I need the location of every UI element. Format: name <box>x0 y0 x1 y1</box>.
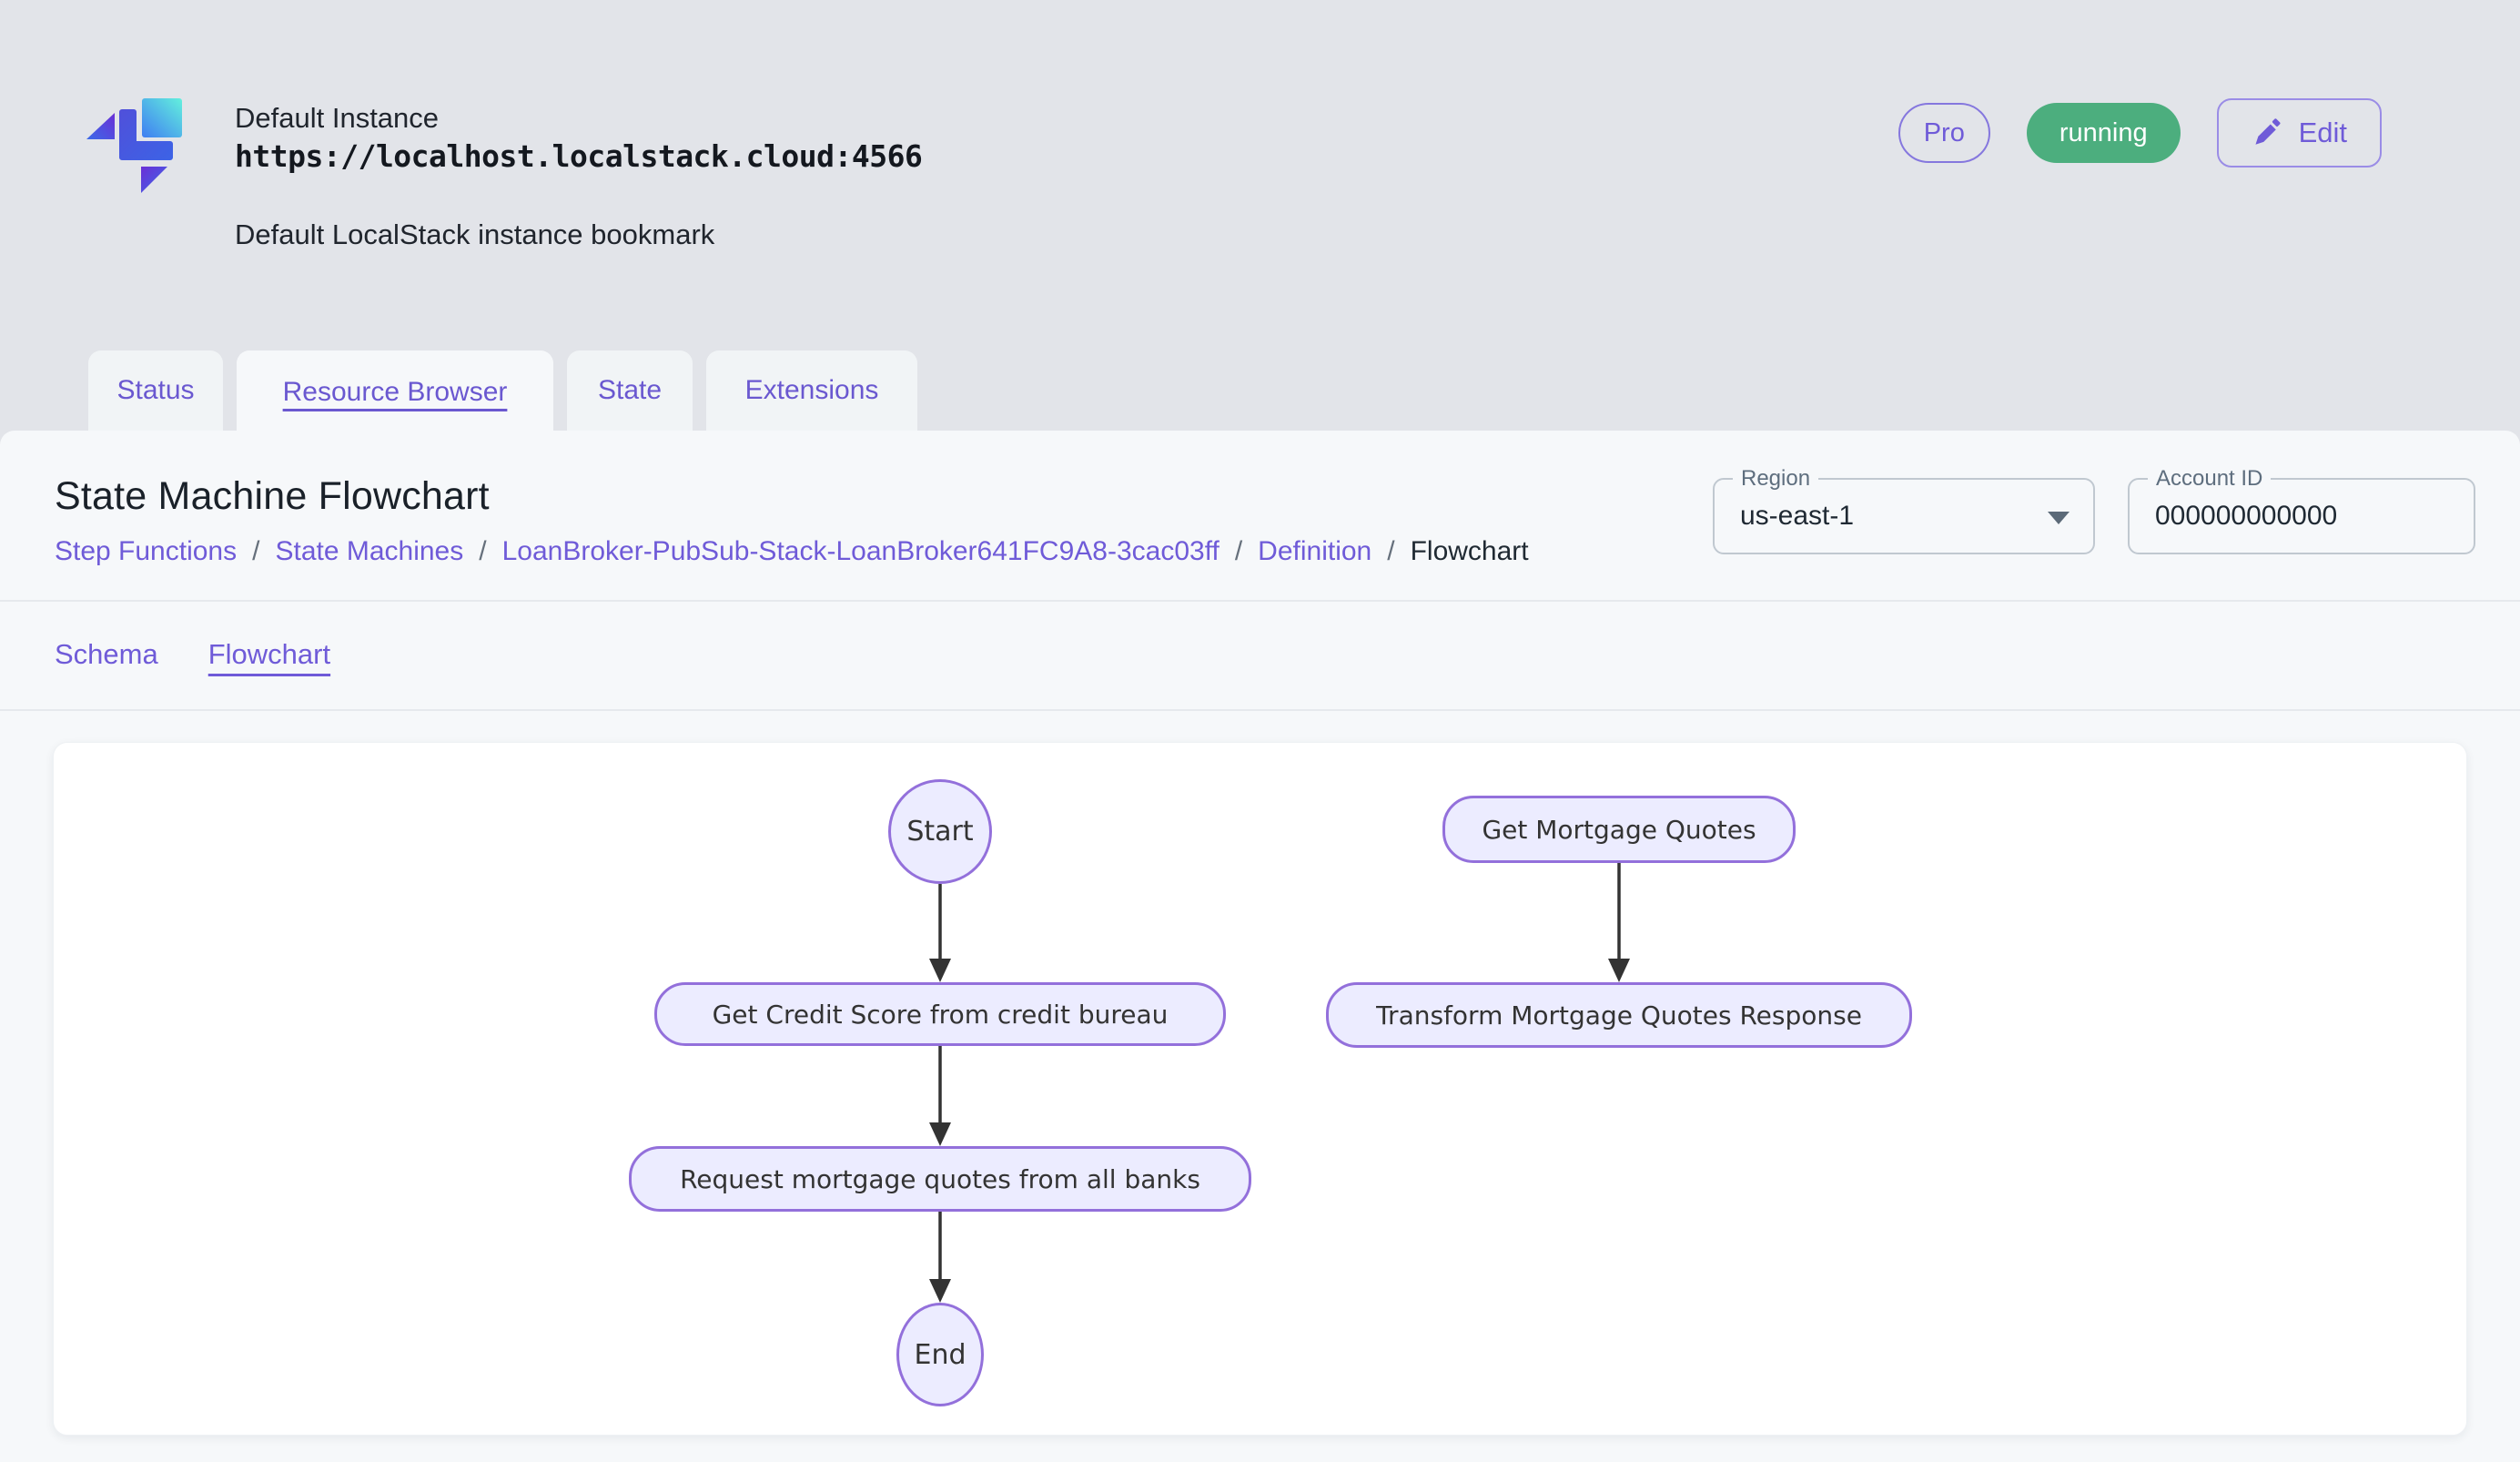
region-select-value: us-east-1 <box>1740 480 1854 553</box>
breadcrumb-state-machines[interactable]: State Machines <box>275 536 463 567</box>
flow-arrow-request-to-end <box>924 1212 956 1303</box>
resource-browser-panel: State Machine Flowchart Step Functions /… <box>0 431 2520 1462</box>
instance-name: Default Instance <box>235 102 439 135</box>
breadcrumb-step-functions[interactable]: Step Functions <box>55 536 237 567</box>
flowchart-canvas: Start Get Credit Score from credit burea… <box>53 742 2467 1436</box>
flow-node-transform-response: Transform Mortgage Quotes Response <box>1326 982 1912 1048</box>
flow-node-get-credit-score: Get Credit Score from credit bureau <box>654 982 1226 1046</box>
header-badges: Pro running Edit <box>1898 98 2382 168</box>
edit-button[interactable]: Edit <box>2217 98 2382 168</box>
flow-arrow-credit-to-request <box>924 1046 956 1146</box>
breadcrumb-separator: / <box>1235 536 1242 567</box>
pencil-icon <box>2252 117 2282 148</box>
flow-arrow-start-to-credit <box>924 884 956 982</box>
tab-state[interactable]: State <box>567 350 693 431</box>
breadcrumb-definition[interactable]: Definition <box>1258 536 1371 567</box>
definition-subtab-bar: Schema Flowchart <box>55 627 330 682</box>
account-id-input[interactable]: Account ID 000000000000 <box>2128 478 2475 554</box>
tab-resource-browser[interactable]: Resource Browser <box>237 350 553 434</box>
chevron-down-icon <box>2048 512 2070 524</box>
flow-node-get-mortgage-quotes: Get Mortgage Quotes <box>1442 796 1796 863</box>
account-id-value: 000000000000 <box>2155 480 2337 553</box>
flow-arrow-quotes-to-transform <box>1603 863 1635 982</box>
breadcrumb-separator: / <box>252 536 259 567</box>
breadcrumb-flowchart: Flowchart <box>1411 536 1529 567</box>
page-title: State Machine Flowchart <box>55 474 490 519</box>
breadcrumb-state-machine-id[interactable]: LoanBroker-PubSub-Stack-LoanBroker641FC9… <box>502 536 1220 567</box>
subtab-flowchart[interactable]: Flowchart <box>208 627 330 682</box>
tab-extensions[interactable]: Extensions <box>706 350 917 431</box>
instance-url: https://localhost.localstack.cloud:4566 <box>235 138 922 174</box>
status-badge: running <box>2027 103 2181 163</box>
instance-description: Default LocalStack instance bookmark <box>235 218 714 251</box>
edit-button-label: Edit <box>2299 117 2347 149</box>
divider <box>0 600 2520 602</box>
divider <box>0 709 2520 711</box>
pro-badge: Pro <box>1898 103 1990 163</box>
region-select[interactable]: Region us-east-1 <box>1713 478 2095 554</box>
localstack-logo-icon <box>82 89 193 208</box>
breadcrumb: Step Functions / State Machines / LoanBr… <box>55 536 1529 567</box>
tab-status[interactable]: Status <box>88 350 223 431</box>
flow-node-start: Start <box>888 779 992 884</box>
main-tab-bar: Status Resource Browser State Extensions <box>88 350 917 434</box>
breadcrumb-separator: / <box>479 536 486 567</box>
subtab-schema[interactable]: Schema <box>55 627 158 682</box>
flow-node-end: End <box>896 1303 984 1406</box>
breadcrumb-separator: / <box>1387 536 1394 567</box>
flow-node-request-quotes: Request mortgage quotes from all banks <box>629 1146 1251 1212</box>
